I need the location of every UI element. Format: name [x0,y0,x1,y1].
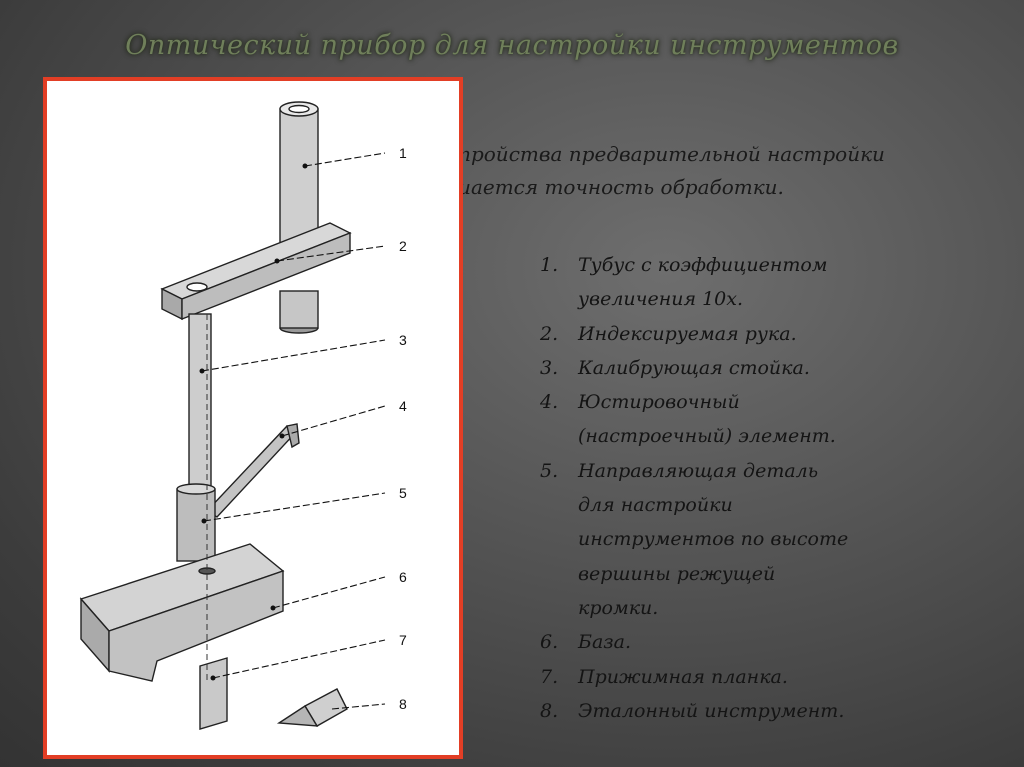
legend-text: База. [578,631,632,654]
intro-text: тройства предварительной настройки шаетс… [452,138,1012,204]
legend-number: 7. [540,665,559,688]
callout-3: 3 [399,332,407,348]
legend-text: Юстировочный [578,391,740,414]
device-figure: 1 2 3 4 5 6 7 8 [43,77,463,759]
callout-7: 7 [399,632,407,648]
guide-top [176,483,216,495]
legend-text: Эталонный инструмент. [578,699,845,722]
callout-1: 1 [399,145,407,161]
callout-8: 8 [399,696,407,712]
intro-line: тройства предварительной настройки [452,142,885,166]
device-diagram: 1 2 3 4 5 6 7 8 [79,101,407,730]
adjust-tip [286,423,300,449]
guide [176,488,216,562]
legend-item: 2. Индексируемая рука. [540,317,960,351]
legend-text: для настройки [578,494,733,517]
legend-text: кромки. [578,596,659,619]
legend-text: увеличения 10х. [578,288,744,311]
tube-lower [279,290,319,329]
legend-text: Индексируемая рука. [578,322,797,345]
legend-number: 5. [540,459,559,482]
legend-text: Направляющая деталь [578,459,819,482]
legend-text: Калибрующая стойка. [578,356,810,379]
legend-number: 4. [540,391,559,414]
parts-legend: 1. Тубус с коэффициентом увеличения 10х.… [540,248,960,728]
base-side [108,570,284,682]
legend-number: 3. [540,356,559,379]
column [188,313,212,495]
callout-4: 4 [399,398,407,414]
callout-5: 5 [399,485,407,501]
legend-text: Тубус с коэффициентом [578,254,828,276]
arm-hole [186,282,208,292]
legend-item: 4. Юстировочный (настроечный) элемент. [540,385,960,454]
legend-item: 3. Калибрующая стойка. [540,351,960,385]
legend-number: 1. [540,254,559,276]
legend-item: 1. Тубус с коэффициентом увеличения 10х. [540,248,960,317]
legend-number: 8. [540,699,559,722]
ref-tool-tip [276,705,319,727]
legend-item: 8. Эталонный инструмент. [540,694,960,728]
legend-text: (настроечный) элемент. [578,425,836,448]
callout-6: 6 [399,569,407,585]
tube-upper [279,108,319,248]
arm-side [181,231,351,321]
tube-top-inner [288,104,310,114]
legend-number: 2. [540,322,559,345]
legend-text: вершины режущей [578,562,776,585]
legend-text: Прижимная планка. [578,665,788,688]
clamp-plate [199,657,228,730]
legend-text: инструментов по высоте [578,528,849,551]
legend-item: 5. Направляющая деталь для настройки инс… [540,454,960,625]
legend-number: 6. [540,631,559,654]
intro-line: шается точность обработки. [452,175,784,199]
callout-2: 2 [399,238,407,254]
adjust-arm [205,425,299,518]
legend-item: 7. Прижимная планка. [540,660,960,694]
legend-item: 6. База. [540,625,960,659]
slide-title: Оптический прибор для настройки инструме… [125,30,899,61]
